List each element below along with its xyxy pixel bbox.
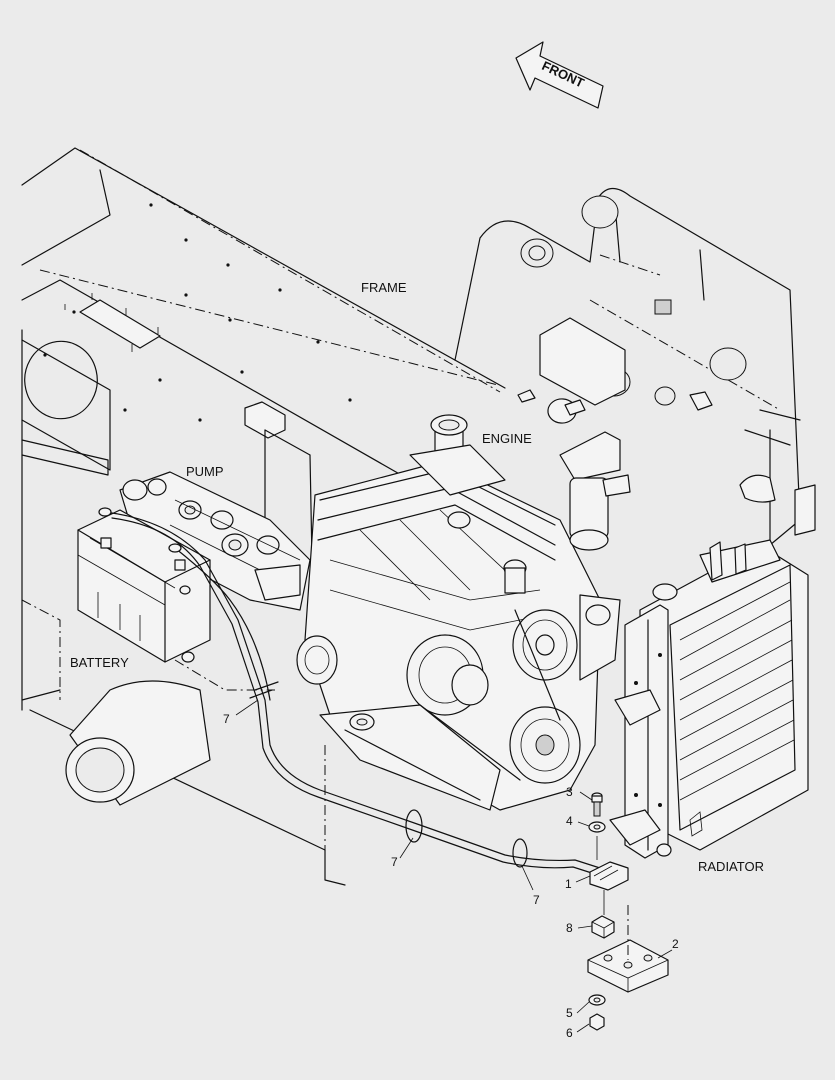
front-arrow-icon: FRONT	[515, 41, 604, 109]
battery-cable	[98, 507, 601, 876]
callout-4: 4	[566, 814, 573, 828]
pump-assembly	[119, 471, 311, 611]
radiator-assembly	[609, 539, 809, 859]
callout-1: 1	[565, 877, 572, 891]
frame-outline	[21, 147, 816, 886]
callout-3: 3	[566, 785, 573, 799]
callout-6: 6	[566, 1026, 573, 1040]
callout-leaders	[235, 699, 673, 1033]
engine-label: ENGINE	[482, 431, 532, 446]
battery-label: BATTERY	[70, 655, 129, 670]
callout-7b: 7	[391, 855, 398, 869]
callout-7c: 7	[533, 893, 540, 907]
mounting-hardware	[587, 792, 669, 1031]
callout-7a: 7	[223, 712, 230, 726]
frame-label: FRAME	[361, 280, 407, 295]
terminal-block	[589, 861, 629, 891]
radiator-label: RADIATOR	[698, 859, 764, 874]
callout-8: 8	[566, 921, 573, 935]
pump-label: PUMP	[186, 464, 224, 479]
engine-assembly	[296, 414, 631, 811]
callout-5: 5	[566, 1006, 573, 1020]
callout-2: 2	[672, 937, 679, 951]
